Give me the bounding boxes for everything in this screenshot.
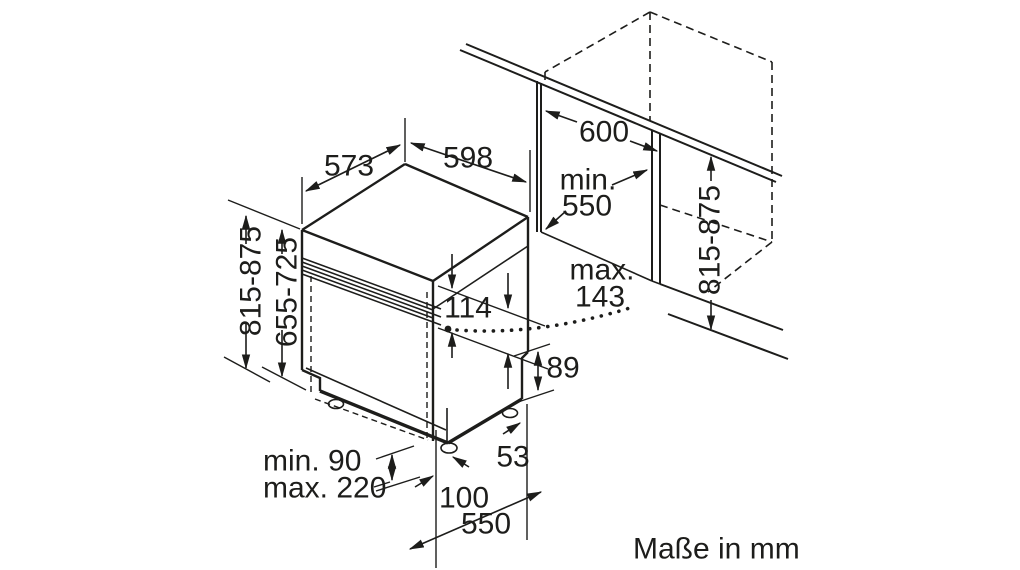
dimension-line (408, 491, 543, 550)
dim-door-panel-height: 655-725 (261, 228, 307, 391)
band-end-stub (432, 305, 442, 310)
height-left-label: 815-875 (235, 226, 268, 336)
band-line (301, 265, 434, 315)
boundary-line (517, 389, 555, 403)
dim-side-recess: 89 (513, 343, 580, 403)
niche-width-label: 600 (579, 116, 629, 149)
clearance-dotted-arc (455, 305, 635, 333)
dim-door-clearance-max: max. 143 (444, 254, 635, 333)
band-end-stub (432, 313, 442, 318)
floor-top-edge (659, 283, 784, 331)
plinth-step-edge (301, 368, 322, 391)
front-foot (440, 442, 458, 454)
depth-label: 598 (443, 142, 493, 175)
cube-top-left-edge (544, 11, 651, 73)
boundary-line (227, 199, 301, 230)
control-fascia-band (301, 257, 442, 326)
side-face-bottom-edge (319, 389, 449, 445)
dim-height-left: 815-875 (223, 199, 301, 383)
band-line (301, 269, 434, 319)
top-front-right-edge (432, 216, 529, 282)
boundary-line (223, 356, 271, 383)
niche-panels-and-floor (536, 81, 789, 360)
units-note: Maße in mm (633, 533, 800, 566)
extension-line (437, 285, 546, 327)
door-panel-height-label: 655-725 (271, 237, 304, 347)
left-foot (327, 398, 345, 410)
boundary-line (375, 445, 415, 460)
dim-plinth-height: min. 90 max. 220 (263, 445, 421, 505)
fascia-height-label: 114 (444, 292, 492, 325)
dimension-arrow (611, 169, 649, 186)
boundary-line (375, 476, 421, 492)
dim-control-fascia: 114 (437, 254, 549, 389)
pivot-dot (444, 325, 452, 333)
floor-bottom-edge (667, 313, 789, 360)
countertop-bottom-edge (459, 49, 777, 183)
niche-cabinet-dashed-cube (544, 11, 773, 293)
dim-niche-depth-min: min. 550 (545, 164, 649, 230)
dimension-arrow (502, 422, 522, 435)
base-depth-label: 550 (461, 508, 511, 541)
band-line (301, 257, 434, 307)
plinth-max-label: max. 220 (263, 472, 386, 505)
width-label: 573 (324, 150, 374, 183)
dimension-line (304, 144, 402, 192)
dim-niche-height-right: 815-875 (694, 155, 727, 331)
dishwasher-body (300, 162, 530, 454)
dimension-line (409, 142, 528, 183)
right-panel-bottom-edge (651, 280, 661, 285)
dimension-arrow (414, 475, 435, 488)
plinth-min-label: min. 90 (263, 445, 361, 478)
plinth-recess-top-line (305, 367, 447, 431)
niche-floor-front-edge (540, 231, 653, 282)
countertop (459, 43, 783, 183)
side-recess-label: 89 (546, 352, 579, 385)
dimension-arrow (629, 140, 659, 152)
clearance-max-word: max. (569, 254, 634, 287)
clearance-max-value: 143 (575, 281, 625, 314)
cube-bottom-right-edge (659, 204, 773, 243)
extension-line (437, 327, 549, 370)
hidden-plinth-edge (314, 398, 429, 441)
countertop-top-edge (465, 43, 783, 177)
top-front-left-edge (301, 228, 434, 283)
adjustable-feet (327, 398, 519, 454)
cube-top-right-edge (649, 11, 773, 63)
dim-niche-width: 600 (544, 110, 659, 152)
niche-height-right-label: 815-875 (694, 185, 727, 295)
niche-depth-min-value: 550 (562, 190, 612, 223)
front-face-bottom-edge (447, 397, 523, 445)
dim-side-foot-offset: 53 (496, 422, 530, 474)
band-end-stub (432, 321, 442, 326)
leader-line (373, 481, 391, 488)
band-line (301, 261, 434, 311)
front-fascia-bottom-line (432, 245, 529, 310)
right-foot (501, 407, 519, 419)
dim-appliance-width: 573 (301, 118, 406, 224)
side-foot-offset-label: 53 (496, 441, 529, 474)
dim-appliance-depth: 598 (409, 142, 531, 212)
dimension-arrow (544, 110, 578, 123)
dim-front-foot-offset: 100 (414, 456, 489, 515)
dim-base-depth: 550 (408, 491, 543, 550)
dimension-arrow (451, 456, 470, 468)
boundary-line (261, 366, 307, 391)
right-bottom-notch (520, 351, 529, 399)
band-line (301, 273, 434, 323)
boundary-line (513, 343, 551, 357)
niche-depth-min-word: min. (560, 164, 617, 197)
dimension-arrow (545, 210, 567, 230)
cube-bottom-front-edge (707, 241, 773, 293)
